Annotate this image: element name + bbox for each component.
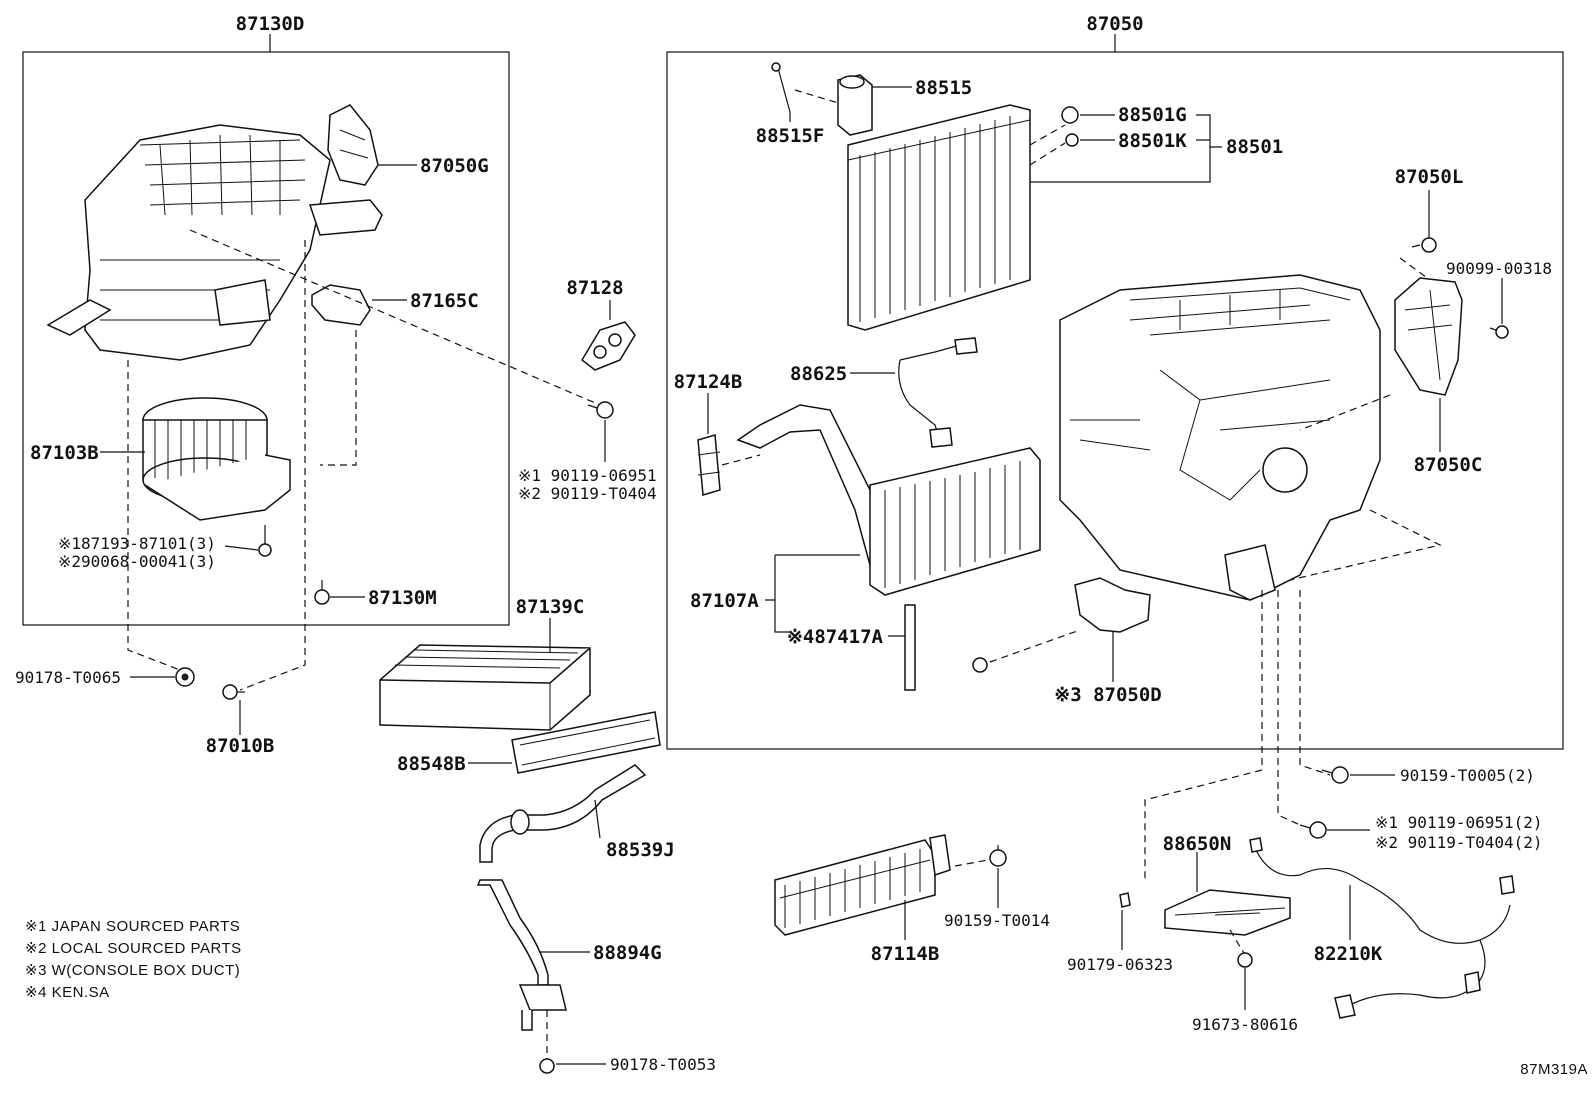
screw-87130M-icon — [314, 580, 330, 605]
label-87417A: ※487417A — [787, 626, 884, 648]
label-87124B: 87124B — [674, 371, 743, 393]
screw-90099-icon — [1489, 325, 1509, 339]
screw-90119-2-icon — [1299, 821, 1327, 839]
hvac-housing-illustration — [1059, 274, 1381, 601]
ecu-88650N-illustration — [1119, 889, 1291, 936]
label-87128: 87128 — [566, 277, 623, 299]
label-88501K: 88501K — [1118, 130, 1187, 152]
label-90068: ※290068-00041(3) — [58, 552, 216, 571]
label-87165C: 87165C — [410, 290, 479, 312]
label-88501: 88501 — [1226, 136, 1283, 158]
label-90159-T0005: 90159-T0005(2) — [1400, 766, 1535, 785]
label-90099-00318: 90099-00318 — [1446, 259, 1552, 278]
label-90179-06323: 90179-06323 — [1067, 955, 1173, 974]
label-82210K: 82210K — [1314, 943, 1383, 965]
label-90119-06951: ※1 90119-06951 — [518, 466, 657, 485]
note-4: ※4 KEN.SA — [25, 984, 110, 1001]
group-label-87130D: 87130D — [236, 13, 305, 35]
label-87050G: 87050G — [420, 155, 489, 177]
label-87103B: 87103B — [30, 442, 99, 464]
drain-hose-88539J-illustration — [479, 764, 647, 863]
label-88515F: 88515F — [756, 125, 825, 147]
screw-90159-T0005-icon — [1321, 766, 1349, 784]
label-87139C: 87139C — [516, 596, 585, 618]
label-88625: 88625 — [790, 363, 847, 385]
ptc-heater-87114B-illustration — [774, 834, 951, 936]
label-88894G: 88894G — [593, 942, 662, 964]
drain-hose-88894G-illustration — [476, 879, 567, 1031]
part-87050G-illustration — [327, 104, 379, 186]
label-88501G: 88501G — [1118, 104, 1187, 126]
filter-87139C-illustration — [379, 644, 591, 731]
duct-87050D-illustration — [1074, 577, 1151, 633]
servo-87050L-icon — [1411, 237, 1437, 253]
label-90119-T0404-2: ※2 90119-T0404(2) — [1375, 833, 1543, 852]
footnotes: ※1 JAPAN SOURCED PARTS ※2 LOCAL SOURCED … — [25, 918, 242, 1001]
figure-id: 87M319A — [1520, 1061, 1588, 1078]
actuator-87050C-illustration — [1394, 277, 1463, 396]
blower-case-illustration — [46, 124, 383, 361]
label-87114B: 87114B — [871, 943, 940, 965]
grommet-87128-icon — [581, 321, 636, 371]
label-90178-T0065: 90178-T0065 — [15, 668, 121, 687]
o-ring-88501K-icon — [1065, 133, 1079, 147]
screw-90119-icon — [587, 401, 614, 419]
label-87193: ※187193-87101(3) — [58, 534, 216, 553]
label-88539J: 88539J — [606, 839, 675, 861]
screw-87050D-icon — [972, 657, 988, 673]
label-90119-06951-2: ※1 90119-06951(2) — [1375, 813, 1543, 832]
screw-91673-icon — [1237, 952, 1253, 968]
part-87165C-illustration — [311, 284, 371, 326]
sensor-88625-illustration — [898, 337, 978, 448]
note-3: ※3 W(CONSOLE BOX DUCT) — [25, 962, 240, 979]
label-87050L: 87050L — [1395, 166, 1464, 188]
label-90119-T0404: ※2 90119-T0404 — [518, 484, 657, 503]
note-2: ※2 LOCAL SOURCED PARTS — [25, 940, 242, 957]
label-90159-T0014: 90159-T0014 — [944, 911, 1050, 930]
bolt-87010B-icon — [222, 684, 245, 700]
evaporator-illustration — [847, 104, 1031, 331]
clip-90178-T0053-icon — [539, 1058, 555, 1074]
frame-87130D — [22, 51, 510, 626]
screw-87193-icon — [258, 525, 272, 557]
blower-motor-87103B-illustration — [142, 397, 291, 521]
clip-90178-T0065-icon — [175, 667, 195, 687]
label-87107A: 87107A — [690, 590, 759, 612]
label-87050D: ※3 87050D — [1054, 684, 1161, 706]
heater-core-87107A-illustration — [736, 404, 1041, 596]
o-ring-88501G-icon — [1061, 106, 1079, 124]
bolt-88515F-icon — [771, 62, 791, 113]
wire-harness-82210K-illustration — [1249, 837, 1515, 1019]
label-88515: 88515 — [915, 77, 972, 99]
group-label-87050: 87050 — [1086, 13, 1143, 35]
label-91673-80616: 91673-80616 — [1192, 1015, 1298, 1034]
expansion-valve-88515-illustration — [837, 74, 873, 136]
clip-87124B-illustration — [697, 434, 721, 496]
screw-90159-T0014-icon — [989, 845, 1007, 867]
label-88650N: 88650N — [1163, 833, 1232, 855]
label-88548B: 88548B — [397, 753, 466, 775]
label-87050C: 87050C — [1414, 454, 1483, 476]
note-1: ※1 JAPAN SOURCED PARTS — [25, 918, 240, 935]
seal-88548B-illustration — [511, 711, 661, 774]
label-90178-T0053: 90178-T0053 — [610, 1055, 716, 1074]
label-87010B: 87010B — [206, 735, 275, 757]
seal-87417A-illustration — [904, 604, 916, 691]
label-87130M: 87130M — [368, 587, 437, 609]
